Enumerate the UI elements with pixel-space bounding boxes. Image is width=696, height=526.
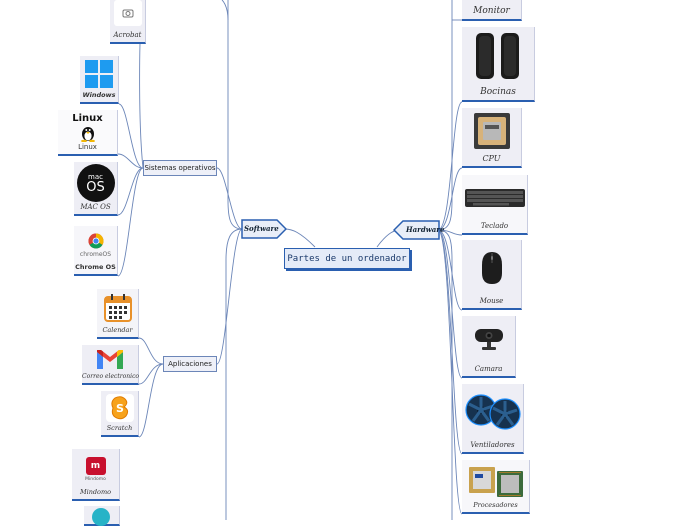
link-hardware-trunk-low — [437, 229, 453, 520]
os-group-node[interactable]: Sistemas operativos — [143, 160, 217, 176]
link-apps-gmail — [138, 363, 164, 385]
speakers-caption: Bocinas — [480, 87, 516, 97]
mindomo-logo-icon: m — [85, 456, 106, 475]
link-hw-mouse — [437, 229, 463, 311]
software-label: Software — [244, 224, 279, 233]
webcam-image — [474, 329, 503, 350]
link-central-software — [284, 228, 316, 248]
central-topic[interactable]: Partes de un ordenador — [284, 248, 410, 269]
keyboard-image — [464, 189, 525, 207]
keyboard-caption: Teclado — [480, 222, 509, 230]
mindomo-card[interactable]: m Mindomo Mindomo — [72, 449, 120, 501]
acrobat-caption: Acrobat — [113, 31, 142, 39]
link-apps-scratch — [138, 363, 164, 438]
mindomo-caption: Mindomo — [79, 488, 112, 496]
keyboard-card[interactable]: Teclado — [462, 175, 528, 235]
link-os-macos — [117, 167, 144, 216]
calendar-caption: Calendar — [102, 326, 133, 334]
link-software-acrobat-top — [221, 0, 229, 21]
scratch-icon: S — [105, 394, 134, 422]
chrome-logo-icon — [87, 233, 104, 249]
apps-group-label: Aplicaciones — [168, 360, 212, 368]
mouse-card[interactable]: Mouse — [462, 240, 522, 310]
macos-logo-icon: mac OS — [76, 164, 115, 202]
link-hw-speakers — [437, 101, 463, 231]
calendar-icon — [103, 294, 132, 322]
mouse-image — [481, 252, 502, 284]
processors-card[interactable]: Procesadores — [462, 460, 530, 514]
windows-caption: Windows — [82, 91, 116, 99]
mindomo-logo-text: Mindomo — [85, 476, 106, 482]
link-apps-calendar — [138, 337, 164, 365]
speakers-card[interactable]: Bocinas — [462, 27, 535, 102]
link-hardware-trunk — [437, 0, 453, 231]
processors-caption: Procesadores — [473, 501, 518, 509]
processor-chips-image — [468, 467, 523, 497]
mouse-caption: Mouse — [479, 297, 504, 305]
partial-app-card[interactable] — [84, 506, 120, 526]
chromeos-logo-text: chromeOS — [79, 250, 112, 258]
link-os-linux — [117, 153, 144, 169]
acrobat-card[interactable]: Acrobat — [110, 0, 146, 44]
os-group-label: Sistemas operativos — [144, 164, 216, 172]
link-software-apps — [216, 228, 243, 365]
apps-group-node[interactable]: Aplicaciones — [163, 356, 217, 372]
link-os-chrome — [117, 167, 144, 277]
monitor-card[interactable]: Monitor — [462, 0, 522, 21]
cpu-chip-image — [473, 113, 510, 149]
cpu-card[interactable]: CPU — [462, 108, 522, 168]
linux-card[interactable]: Linux Linux — [58, 110, 118, 156]
macos-caption: MAC OS — [80, 203, 111, 211]
link-os-windows — [118, 103, 144, 169]
link-hw-processors — [437, 229, 463, 515]
tux-penguin-icon — [80, 127, 95, 142]
windows-logo-icon — [85, 60, 113, 88]
calendar-card[interactable]: Calendar — [97, 289, 139, 339]
gmail-icon — [97, 350, 123, 369]
camera-card[interactable]: Camara — [462, 316, 516, 378]
link-software-trunk-low — [225, 228, 243, 520]
cpu-caption: CPU — [482, 154, 501, 163]
speakers-image — [476, 33, 519, 79]
software-node[interactable]: Software — [241, 219, 287, 239]
windows-card[interactable]: Windows — [80, 56, 119, 104]
svg-text:S: S — [116, 402, 124, 415]
linux-caption: Linux — [78, 143, 97, 151]
hardware-tag-shape — [393, 220, 440, 240]
partial-app-icon — [92, 508, 110, 526]
cooling-fans-image — [464, 394, 521, 430]
scratch-caption: Scratch — [106, 424, 133, 432]
fans-card[interactable]: Ventiladores — [462, 384, 524, 454]
link-software-os — [216, 167, 243, 230]
central-topic-label: Partes de un ordenador — [287, 253, 407, 264]
link-os-acrobat — [139, 43, 144, 169]
acrobat-icon — [113, 0, 142, 26]
gmail-card[interactable]: Correo electronico — [82, 345, 139, 385]
hardware-label: Hardware — [406, 225, 445, 234]
software-tag-shape — [241, 219, 287, 239]
scratch-card[interactable]: S Scratch — [101, 391, 139, 437]
macos-logo-top: mac — [88, 172, 103, 181]
macos-logo-bottom: OS — [86, 179, 105, 195]
fans-caption: Ventiladores — [470, 441, 515, 449]
macos-card[interactable]: mac OS MAC OS — [74, 162, 118, 216]
gmail-caption: Correo electronico — [82, 373, 140, 380]
link-hw-fans — [437, 229, 463, 455]
chromeos-card[interactable]: chromeOS Chrome OS — [74, 226, 118, 276]
linux-logo-text: Linux — [72, 113, 103, 124]
chromeos-caption: Chrome OS — [75, 263, 116, 271]
camera-caption: Camara — [474, 365, 503, 373]
hardware-node[interactable]: Hardware — [393, 220, 444, 240]
link-hw-camera — [437, 229, 463, 379]
monitor-caption: Monitor — [473, 6, 510, 16]
link-software-trunk — [227, 0, 243, 230]
link-hw-cpu — [437, 167, 463, 231]
link-hw-keyboard — [437, 229, 463, 236]
